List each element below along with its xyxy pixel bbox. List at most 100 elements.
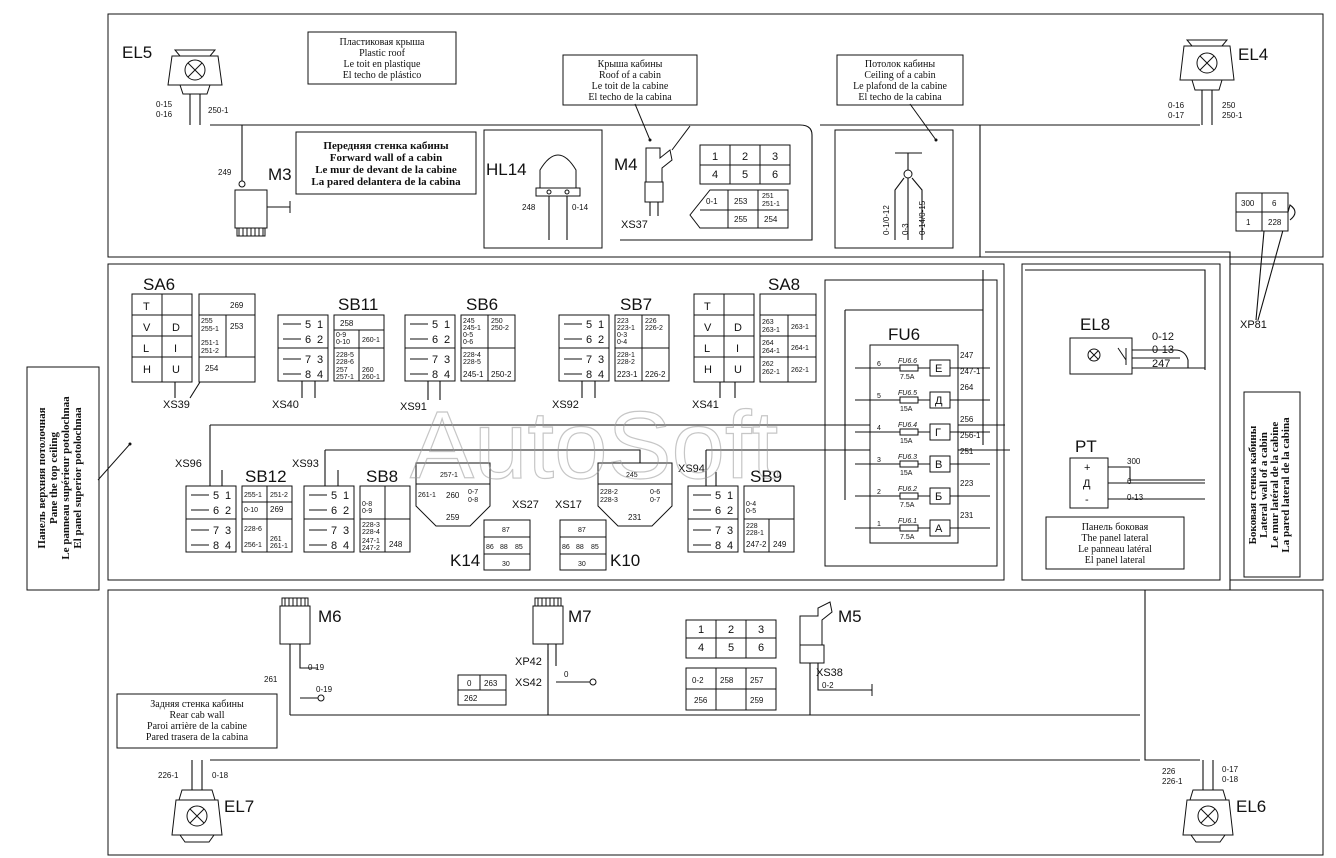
- svg-text:263: 263: [484, 679, 498, 688]
- svg-text:0-16: 0-16: [1168, 101, 1185, 110]
- svg-text:228: 228: [746, 523, 758, 530]
- svg-text:M5: M5: [838, 607, 862, 626]
- svg-text:223-1: 223-1: [617, 325, 635, 332]
- svg-text:Rear cab wall: Rear cab wall: [170, 710, 225, 721]
- svg-text:0: 0: [467, 679, 472, 688]
- fuse-rating: 7.5A: [900, 374, 915, 381]
- svg-text:226-2: 226-2: [645, 325, 663, 332]
- svg-text:2: 2: [444, 334, 450, 346]
- svg-text:6: 6: [758, 642, 764, 654]
- svg-text:0-19: 0-19: [316, 685, 333, 694]
- svg-text:7: 7: [432, 354, 438, 366]
- connector-XP81: 300 6 1 228 XP81: [1235, 192, 1289, 331]
- svg-text:0-5: 0-5: [746, 508, 756, 515]
- svg-text:2: 2: [317, 334, 323, 346]
- svg-text:XS93: XS93: [292, 458, 319, 470]
- svg-text:262-1: 262-1: [762, 369, 780, 376]
- svg-text:Plastic roof: Plastic roof: [359, 48, 405, 59]
- svg-text:El panel superior potolochnaa: El panel superior potolochnaa: [72, 407, 84, 549]
- svg-text:Передняя стенка кабины: Передняя стенка кабины: [323, 140, 449, 152]
- fuse-pin: 1: [877, 521, 881, 528]
- svg-text:0-9: 0-9: [362, 508, 372, 515]
- lamp-EL6: EL6 226 226-1 0-17 0-18: [1162, 760, 1266, 843]
- fuse-pin: 3: [877, 457, 881, 464]
- svg-text:0-1/0-12: 0-1/0-12: [882, 205, 891, 235]
- svg-text:6: 6: [213, 505, 219, 517]
- svg-text:228-5: 228-5: [463, 359, 481, 366]
- svg-text:2: 2: [225, 505, 231, 517]
- svg-text:247-2: 247-2: [746, 540, 767, 549]
- svg-text:259: 259: [446, 513, 460, 522]
- svg-text:260-1: 260-1: [362, 337, 380, 344]
- svg-text:Потолок кабины: Потолок кабины: [865, 59, 935, 70]
- motor-M5: M5 XS38 0-2: [799, 601, 873, 696]
- svg-text:251-1: 251-1: [201, 340, 219, 347]
- svg-text:SB8: SB8: [366, 467, 398, 486]
- svg-text:5: 5: [331, 490, 337, 502]
- motor-M6: M6 261 0-19 0-19: [264, 597, 342, 702]
- svg-text:L: L: [704, 343, 710, 355]
- svg-text:K10: K10: [610, 551, 640, 570]
- label-lateral-wall: Боковая стенка кабины Lateral wall of a …: [1243, 391, 1301, 578]
- svg-text:245-1: 245-1: [463, 325, 481, 332]
- svg-text:250: 250: [1222, 101, 1236, 110]
- fuse-rating: 15A: [900, 406, 913, 413]
- fuse-rating: 15A: [900, 438, 913, 445]
- svg-text:5: 5: [586, 319, 592, 331]
- svg-text:XS40: XS40: [272, 399, 299, 411]
- fuse-symbol: [899, 428, 919, 436]
- lamp-EL5: EL5 0-15 0-16 250-1: [122, 43, 229, 125]
- svg-text:1: 1: [1246, 218, 1251, 227]
- svg-text:0-8: 0-8: [468, 497, 478, 504]
- svg-text:251-2: 251-2: [270, 492, 288, 499]
- svg-text:0-10: 0-10: [336, 339, 350, 346]
- svg-text:T: T: [704, 301, 711, 313]
- svg-text:D: D: [172, 322, 180, 334]
- svg-text:247-1: 247-1: [362, 538, 380, 545]
- svg-text:0-4: 0-4: [746, 501, 756, 508]
- svg-text:0-16: 0-16: [156, 110, 173, 119]
- svg-text:6: 6: [432, 334, 438, 346]
- svg-text:4: 4: [225, 540, 231, 552]
- svg-text:0-13: 0-13: [1152, 344, 1174, 356]
- svg-text:M3: M3: [268, 165, 292, 184]
- svg-text:XS94: XS94: [678, 463, 705, 475]
- svg-text:0-12: 0-12: [1152, 331, 1174, 343]
- svg-text:256-1: 256-1: [244, 542, 262, 549]
- svg-text:263-1: 263-1: [762, 327, 780, 334]
- svg-text:257: 257: [336, 367, 348, 374]
- svg-text:H: H: [143, 364, 151, 376]
- svg-text:0-8: 0-8: [362, 501, 372, 508]
- svg-text:2: 2: [728, 624, 734, 636]
- svg-text:1: 1: [343, 490, 349, 502]
- svg-text:1: 1: [698, 624, 704, 636]
- svg-text:30: 30: [502, 561, 510, 568]
- svg-text:5: 5: [715, 490, 721, 502]
- connector-grid-m5: 1 2 3 4 5 6 0-2 258 257 256 259: [685, 619, 777, 711]
- switch-SB9: SB9 5 1 6 2 7 3 8 4 0-4 0-5 228 228-1 24…: [678, 450, 795, 553]
- svg-text:254: 254: [764, 215, 778, 224]
- svg-text:XS42: XS42: [515, 677, 542, 689]
- svg-text:XS37: XS37: [621, 219, 648, 231]
- svg-text:XS38: XS38: [816, 667, 843, 679]
- fuse-pin: 4: [877, 425, 881, 432]
- switch-SB12: SB12 5 1 6 2 7 3 8 4 255-1 251-2 0-10 26…: [175, 458, 293, 553]
- svg-text:261: 261: [264, 675, 278, 684]
- svg-text:251-2: 251-2: [201, 348, 219, 355]
- fuse-letter: E: [935, 363, 942, 375]
- svg-text:7: 7: [305, 354, 311, 366]
- svg-text:226-1: 226-1: [158, 771, 179, 780]
- svg-text:259: 259: [750, 696, 764, 705]
- svg-text:0-2: 0-2: [692, 676, 704, 685]
- label-forward-wall: Передняя стенка кабины Forward wall of a…: [295, 131, 477, 195]
- svg-text:85: 85: [515, 544, 523, 551]
- svg-text:2: 2: [727, 505, 733, 517]
- fuse-out-wire: 256-1: [960, 431, 981, 440]
- svg-text:0-17: 0-17: [1168, 111, 1185, 120]
- label-panel-lateral: Панель боковая The panel lateral Le pann…: [1045, 516, 1185, 570]
- svg-text:1: 1: [444, 319, 450, 331]
- fuse-id: FU6.1: [898, 518, 917, 525]
- svg-text:I: I: [736, 343, 739, 355]
